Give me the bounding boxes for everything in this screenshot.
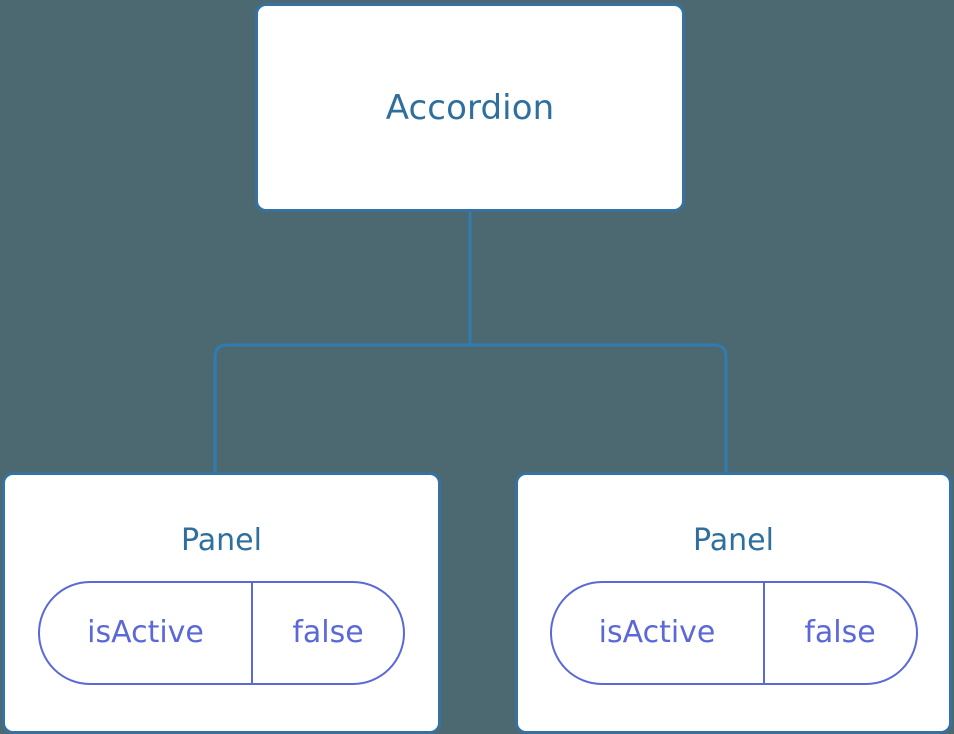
edge-accordion-to-panel-right [470, 343, 728, 474]
node-accordion-label: Accordion [385, 87, 555, 128]
edge-accordion-to-panel-left [213, 343, 470, 474]
prop-key-isactive-right: isActive [552, 583, 765, 683]
prop-key-isactive-left: isActive [40, 583, 253, 683]
prop-value-isactive-left: false [292, 615, 364, 650]
prop-pill-isactive-right[interactable]: isActive false [549, 581, 918, 685]
prop-pill-isactive-left[interactable]: isActive false [38, 581, 405, 685]
node-panel-left-label: Panel [181, 523, 262, 558]
prop-value-isactive-right: false [804, 615, 876, 650]
node-panel-right[interactable]: Panel isActive false [515, 472, 952, 734]
node-accordion[interactable]: Accordion [255, 3, 685, 212]
node-panel-left[interactable]: Panel isActive false [2, 472, 441, 734]
node-panel-right-label: Panel [693, 523, 774, 558]
